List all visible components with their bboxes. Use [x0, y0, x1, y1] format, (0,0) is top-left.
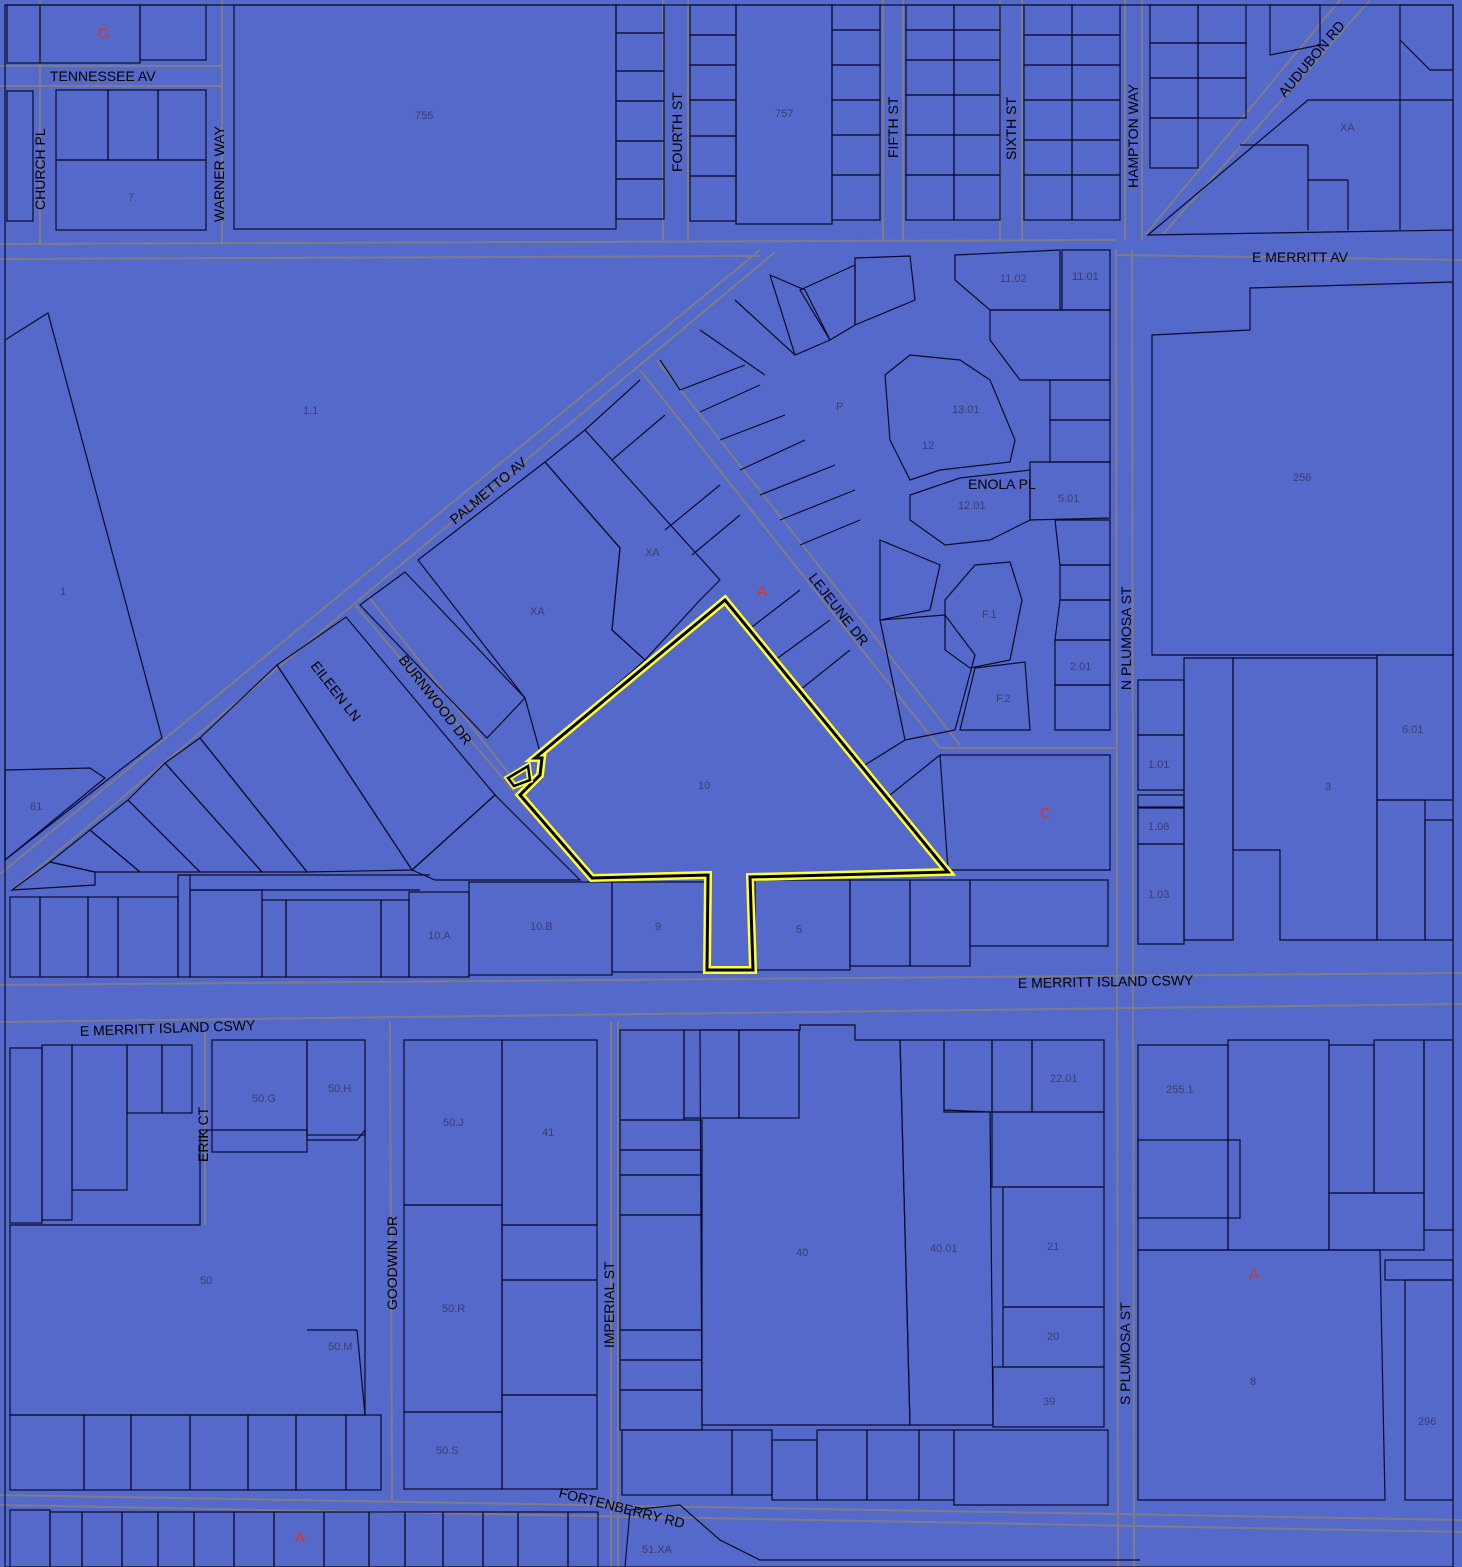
parcel-label: 50.S [436, 1445, 459, 1457]
zoning-label-g: G [98, 25, 110, 42]
parcel-label: 1.08 [1148, 821, 1169, 833]
road-label-n-plumosa-st: N PLUMOSA ST [1118, 586, 1134, 690]
parcel-label: 50.G [252, 1093, 276, 1105]
parcel-label: 50.R [442, 1303, 465, 1315]
parcel-label: 3 [1325, 781, 1331, 793]
road-label-goodwin-dr: GOODWIN DR [384, 1216, 400, 1310]
zoning-label-a-south: A [295, 1529, 305, 1546]
road-label-e-merritt-av: E MERRITT AV [1252, 249, 1349, 265]
parcel-label: 7 [128, 192, 134, 204]
parcel-label: 755 [415, 110, 433, 122]
road-label-fifth-st: FIFTH ST [885, 96, 901, 158]
parcel-label: 51.XA [642, 1544, 673, 1556]
parcel-label: 39 [1043, 1396, 1055, 1408]
parcel-label: 10.A [428, 930, 451, 942]
parcel-label: 22.01 [1050, 1073, 1078, 1085]
parcel-label: 2.01 [1070, 661, 1091, 673]
parcel-label: 41 [542, 1127, 554, 1139]
road-label-e-merritt-island-cswy-north: E MERRITT ISLAND CSWY [1018, 972, 1194, 991]
parcel-label: 50.M [328, 1341, 352, 1353]
zoning-label-c: C [1040, 805, 1051, 822]
parcel-label: 12.01 [958, 500, 986, 512]
parcel-label: 12 [922, 440, 934, 452]
parcel-label: 21 [1047, 1241, 1059, 1253]
parcel-label: XA [645, 547, 660, 559]
road-label-enola-pl: ENOLA PL [968, 476, 1036, 492]
road-label-hampton-way: HAMPTON WAY [1125, 83, 1141, 188]
zoning-label-a-east: A [1249, 1266, 1259, 1283]
subject-parcel[interactable] [503, 594, 957, 974]
parcel-label: 50.H [328, 1083, 351, 1095]
parcel-label: 50 [200, 1275, 212, 1287]
road-label-e-merritt-island-cswy-south: E MERRITT ISLAND CSWY [80, 1017, 257, 1039]
road-label-sixth-st: SIXTH ST [1003, 97, 1019, 160]
parcel-label: 50.J [443, 1117, 464, 1129]
parcel-label: 8 [1250, 1376, 1256, 1388]
parcel-label: 13.01 [952, 404, 980, 416]
parcel-label: 10.B [530, 921, 553, 933]
parcel-label: 9 [655, 921, 661, 933]
parcel-label: 5.01 [1058, 493, 1079, 505]
parcel-label: 61 [30, 801, 42, 813]
parcel-label: 1.01 [1148, 759, 1169, 771]
parcel-labels: 1.1 1 61 XA XA 10 755 757 256 7 11.02 11… [30, 108, 1436, 1556]
parcel-label: 40.01 [930, 1243, 958, 1255]
parcel-label: 255.1 [1166, 1084, 1194, 1096]
parcel-label: F.1 [982, 609, 997, 621]
road-label-erik-ct: ERIK CT [195, 1106, 211, 1162]
parcel-label: P [836, 401, 843, 413]
parcel-label: XA [1340, 122, 1355, 134]
parcel-lines [4, 4, 1454, 1567]
road-label-imperial-st: IMPERIAL ST [601, 1261, 617, 1348]
parcel-label: 10 [698, 780, 710, 792]
road-label-church-pl: CHURCH PL [32, 128, 48, 210]
road-label-warner-way: WARNER WAY [211, 125, 227, 222]
parcel-label: 1.1 [303, 405, 318, 417]
road-label-fourth-st: FOURTH ST [669, 92, 685, 172]
parcel-label: 1 [60, 586, 66, 598]
parcel-label: 757 [775, 108, 793, 120]
parcel-label: XA [530, 606, 545, 618]
parcel-label: 256 [1293, 472, 1311, 484]
road-label-s-plumosa-st: S PLUMOSA ST [1117, 1302, 1133, 1405]
parcel-label: 40 [796, 1247, 808, 1259]
parcel-label: 6.01 [1402, 724, 1423, 736]
zoning-labels: G A C A A [98, 25, 1259, 1546]
parcel-label: 1.03 [1148, 889, 1169, 901]
parcel-label: F.2 [996, 693, 1011, 705]
parcel-label: 296 [1418, 1416, 1436, 1428]
road-label-tennessee-av: TENNESSEE AV [50, 68, 156, 84]
parcel-label: 5 [796, 924, 802, 936]
parcel-label: 20 [1047, 1331, 1059, 1343]
parcel-label: 11.02 [1000, 273, 1027, 285]
parcel-label: 11.01 [1072, 271, 1099, 283]
zoning-label-a-north: A [757, 583, 767, 600]
